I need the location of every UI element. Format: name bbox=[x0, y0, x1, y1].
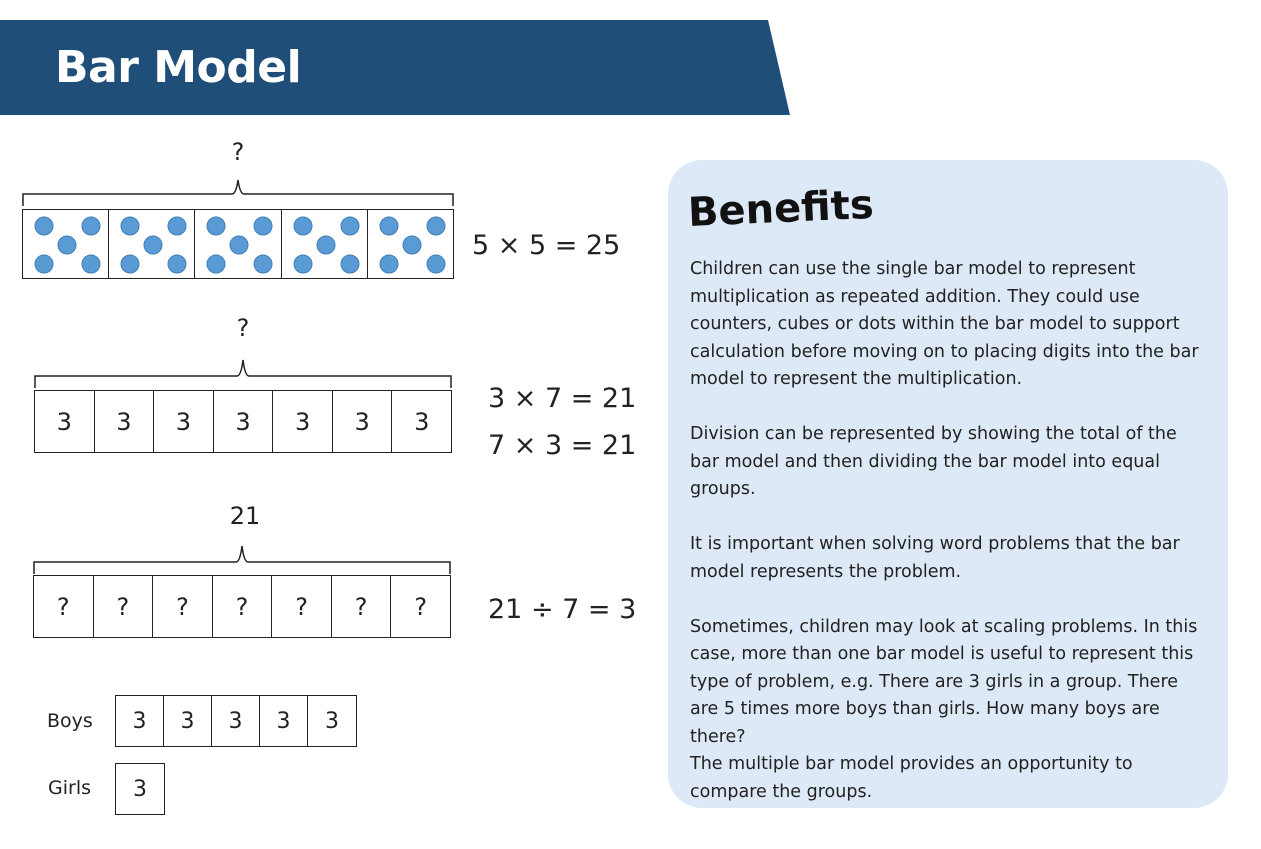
counter-dot bbox=[167, 216, 187, 236]
benefits-text: Children can use the single bar model to… bbox=[690, 256, 1210, 806]
model1-equation: 5 × 5 = 25 bbox=[472, 230, 621, 261]
counter-dot bbox=[34, 216, 54, 236]
boys-cell: 3 bbox=[212, 696, 260, 746]
benefits-title: Benefits bbox=[686, 181, 875, 236]
counter-dot bbox=[81, 216, 101, 236]
boys-cell: 3 bbox=[164, 696, 212, 746]
model1-bar bbox=[22, 209, 454, 279]
model2-total-label: ? bbox=[236, 314, 250, 342]
model3-bar: ??????? bbox=[33, 575, 451, 638]
model3-cell: ? bbox=[272, 576, 332, 637]
model2-cell: 3 bbox=[35, 391, 95, 452]
benefits-paragraph-3: It is important when solving word proble… bbox=[690, 534, 1180, 582]
model1-total-label: ? bbox=[231, 138, 245, 166]
model3-cell: ? bbox=[332, 576, 392, 637]
model2-cell: 3 bbox=[154, 391, 214, 452]
counter-dot bbox=[81, 254, 101, 274]
model2-cell: 3 bbox=[214, 391, 274, 452]
model2-equation-1: 3 × 7 = 21 bbox=[488, 383, 637, 414]
model2-brace bbox=[34, 359, 452, 388]
counter-dot bbox=[379, 216, 399, 236]
model2-cell: 3 bbox=[414, 407, 430, 436]
model2-cell: 3 bbox=[333, 391, 393, 452]
benefits-panel: Benefits Children can use the single bar… bbox=[668, 160, 1228, 808]
model2-cell: 3 bbox=[273, 391, 333, 452]
model1-dot-cell bbox=[282, 210, 368, 278]
counter-dot bbox=[120, 254, 140, 274]
counter-dot bbox=[206, 254, 226, 274]
girls-bar: 3 bbox=[115, 763, 165, 815]
counter-dot bbox=[167, 254, 187, 274]
counter-dot bbox=[57, 235, 77, 255]
boys-cell: 3 bbox=[116, 696, 164, 746]
counter-dot bbox=[143, 235, 163, 255]
counter-dot bbox=[379, 254, 399, 274]
benefits-paragraph-1: Children can use the single bar model to… bbox=[690, 259, 1199, 389]
model3-cell: ? bbox=[153, 576, 213, 637]
model1-dot-cell bbox=[368, 210, 453, 278]
model1-dot-cell bbox=[23, 210, 110, 278]
header-banner: Bar Model bbox=[0, 20, 790, 115]
girls-label: Girls bbox=[48, 777, 91, 799]
model3-cell: ? bbox=[34, 576, 94, 637]
model3-cell: ? bbox=[94, 576, 154, 637]
counter-dot bbox=[206, 216, 226, 236]
counter-dot bbox=[293, 254, 313, 274]
counter-dot bbox=[426, 216, 446, 236]
benefits-paragraph-2: Division can be represented by showing t… bbox=[690, 424, 1177, 499]
model1-dot-cell bbox=[195, 210, 282, 278]
model3-equation: 21 ÷ 7 = 3 bbox=[488, 594, 637, 625]
counter-dot bbox=[426, 254, 446, 274]
counter-dot bbox=[402, 235, 422, 255]
model3-cell: ? bbox=[414, 592, 428, 621]
benefits-paragraph-4: Sometimes, children may look at scaling … bbox=[690, 616, 1198, 747]
boys-cell: 3 bbox=[260, 696, 308, 746]
model1-dot-cell bbox=[109, 210, 196, 278]
counter-dot bbox=[229, 235, 249, 255]
counter-dot bbox=[340, 216, 360, 236]
counter-dot bbox=[253, 254, 273, 274]
model3-cell: ? bbox=[213, 576, 273, 637]
counter-dot bbox=[253, 216, 273, 236]
boys-label: Boys bbox=[47, 710, 93, 732]
model2-cell: 3 bbox=[95, 391, 155, 452]
model2-equation-2: 7 × 3 = 21 bbox=[488, 430, 637, 461]
girls-cell: 3 bbox=[133, 776, 147, 802]
counter-dot bbox=[293, 216, 313, 236]
benefits-paragraph-5: The multiple bar model provides an oppor… bbox=[690, 754, 1133, 802]
counter-dot bbox=[316, 235, 336, 255]
model1-brace bbox=[22, 179, 454, 206]
model3-brace bbox=[33, 545, 451, 574]
counter-dot bbox=[120, 216, 140, 236]
boys-cell: 3 bbox=[325, 708, 339, 734]
page-title: Bar Model bbox=[55, 42, 302, 93]
counter-dot bbox=[340, 254, 360, 274]
counter-dot bbox=[34, 254, 54, 274]
model3-total-label: 21 bbox=[229, 502, 261, 530]
